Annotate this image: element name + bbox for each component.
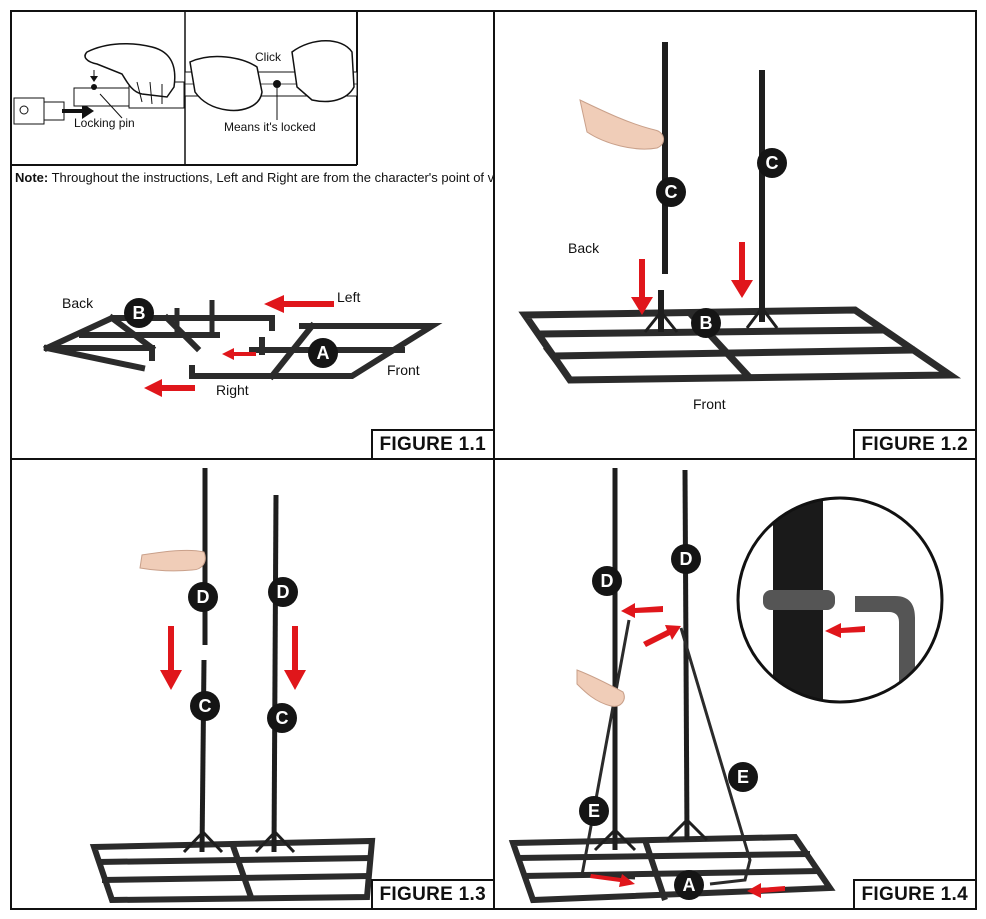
- right-label: Right: [216, 382, 249, 398]
- callout-e-right: E: [728, 762, 758, 792]
- orientation-note: Note: Throughout the instructions, Left …: [15, 170, 495, 185]
- figure-label: FIGURE 1.1: [370, 429, 493, 458]
- callout-d-right: D: [671, 544, 701, 574]
- right-arrow: [144, 379, 195, 397]
- figure-1-4-panel: D D E E A FIGURE 1.4: [493, 458, 977, 910]
- back-label: Back: [62, 295, 94, 311]
- back-label: Back: [568, 240, 600, 256]
- figure-label: FIGURE 1.2: [852, 429, 975, 458]
- note-bold-label: Note:: [15, 170, 49, 185]
- callout-b: B: [691, 308, 721, 338]
- tube-insert-drawing: [13, 42, 185, 125]
- figure-1-2-illustration: [518, 42, 962, 384]
- front-label: Front: [387, 362, 420, 378]
- left-label: Left: [337, 289, 361, 305]
- callout-a: A: [308, 338, 338, 368]
- left-arrow: [264, 295, 334, 313]
- callout-c-right: C: [267, 703, 297, 733]
- figure-1-4-illustration: [508, 468, 944, 904]
- callout-d-right: D: [268, 577, 298, 607]
- click-label: Click: [255, 50, 281, 64]
- callout-e-left: E: [579, 796, 609, 826]
- callout-d-left: D: [592, 566, 622, 596]
- figure-1-3-panel: D D C C FIGURE 1.3: [10, 458, 495, 910]
- locked-label: Means it's locked: [224, 120, 316, 134]
- front-label: Front: [693, 396, 726, 412]
- figure-label: FIGURE 1.3: [370, 879, 493, 908]
- callout-d-left: D: [188, 582, 218, 612]
- locked-tube-drawing: [184, 40, 358, 120]
- callout-c-right: C: [757, 148, 787, 178]
- locking-pin-label: Locking pin: [74, 116, 135, 130]
- callout-b: B: [124, 298, 154, 328]
- zoom-detail: [738, 498, 942, 702]
- figure-label: FIGURE 1.4: [852, 879, 975, 908]
- base-frame-drawing: [43, 313, 443, 381]
- figure-1-2-panel: Back Front C C B FIGURE 1.2: [493, 10, 977, 460]
- note-text: Throughout the instructions, Left and Ri…: [48, 170, 495, 185]
- figure-1-3-illustration: [89, 468, 376, 904]
- figure-1-1-illustration: [12, 12, 443, 397]
- callout-c-left: C: [190, 691, 220, 721]
- callout-a: A: [674, 870, 704, 900]
- figure-1-1-panel: Locking pin Click Means it's locked Note…: [10, 10, 495, 460]
- callout-c-left: C: [656, 177, 686, 207]
